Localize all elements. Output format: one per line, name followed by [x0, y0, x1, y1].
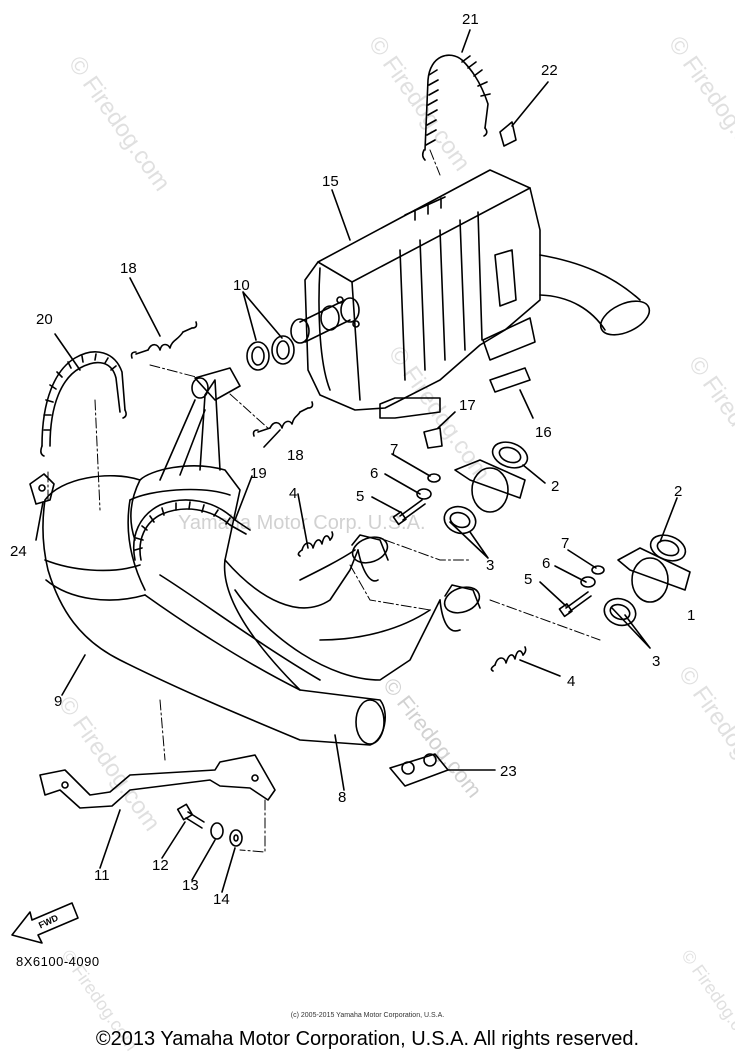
clip-22 — [499, 121, 517, 147]
callout-6-upper: 6 — [370, 465, 378, 482]
washer-13 — [210, 822, 224, 840]
spring-19 — [133, 499, 251, 561]
callout-15: 15 — [322, 173, 339, 190]
flange-lower — [603, 534, 691, 627]
callout-9: 9 — [54, 693, 62, 710]
spring-21 — [421, 54, 491, 161]
nut-6-lower — [580, 576, 596, 588]
part-code: 8X6100-4090 — [16, 954, 100, 969]
callout-3-upper: 3 — [486, 557, 494, 574]
callout-18-lower: 18 — [287, 447, 304, 464]
callout-18-upper: 18 — [120, 260, 137, 277]
plate-24 — [29, 473, 55, 505]
exhaust-pipe-8 — [224, 534, 481, 681]
bolt-12 — [176, 803, 205, 829]
callout-labels: 21 22 15 18 10 20 18 17 16 7 2 6 5 24 19… — [10, 11, 695, 930]
callout-16: 16 — [535, 424, 552, 441]
callout-7-lower: 7 — [561, 535, 569, 552]
spring-20 — [40, 351, 127, 457]
flange-upper — [443, 441, 529, 535]
washer-7-lower — [591, 565, 605, 575]
callout-12: 12 — [152, 857, 169, 874]
bracket-11 — [39, 754, 276, 809]
gaskets-10 — [246, 335, 295, 371]
rubber-mount-23 — [389, 753, 449, 787]
callout-5-lower: 5 — [524, 571, 532, 588]
copyright-notice: ©2013 Yamaha Motor Corporation, U.S.A. A… — [95, 1028, 640, 1050]
callout-11: 11 — [94, 867, 110, 884]
callout-10: 10 — [233, 277, 250, 294]
copyright-small: (c) 2005-2015 Yamaha Motor Corporation, … — [290, 1012, 445, 1019]
callout-2-lower: 2 — [674, 483, 682, 500]
callout-13: 13 — [182, 877, 199, 894]
spring-4-upper — [297, 531, 334, 557]
mount-16 — [489, 367, 531, 393]
callout-24: 24 — [10, 543, 27, 560]
cap-17 — [423, 427, 443, 449]
callout-19: 19 — [250, 465, 267, 482]
callout-17: 17 — [459, 397, 476, 414]
callout-2-upper: 2 — [551, 478, 559, 495]
washer-7-upper — [427, 473, 441, 483]
spring-18-upper — [130, 321, 198, 359]
callout-7-upper: 7 — [390, 441, 398, 458]
callout-1: 1 — [687, 607, 695, 624]
fwd-arrow-icon — [11, 902, 79, 944]
callout-21: 21 — [462, 11, 479, 28]
callout-22: 22 — [541, 62, 558, 79]
spring-4-lower — [490, 646, 527, 672]
callout-3-lower: 3 — [652, 653, 660, 670]
expansion-chamber-9 — [42, 367, 386, 746]
callout-8: 8 — [338, 789, 346, 806]
watermark-center: Yamaha Motor Corp. U.S.A. — [178, 512, 426, 534]
callout-14: 14 — [213, 891, 230, 908]
callout-20: 20 — [36, 311, 53, 328]
callout-4-lower: 4 — [567, 673, 575, 690]
spring-18-lower — [252, 401, 314, 437]
callout-6-lower: 6 — [542, 555, 550, 572]
callout-23: 23 — [500, 763, 517, 780]
bolt-5-lower — [558, 591, 592, 618]
muffler — [290, 169, 651, 419]
callout-4-upper: 4 — [289, 485, 297, 502]
callout-5-upper: 5 — [356, 488, 364, 505]
bolt-5-upper — [392, 499, 426, 526]
washer-14 — [229, 829, 243, 847]
nut-6-upper — [416, 488, 432, 500]
